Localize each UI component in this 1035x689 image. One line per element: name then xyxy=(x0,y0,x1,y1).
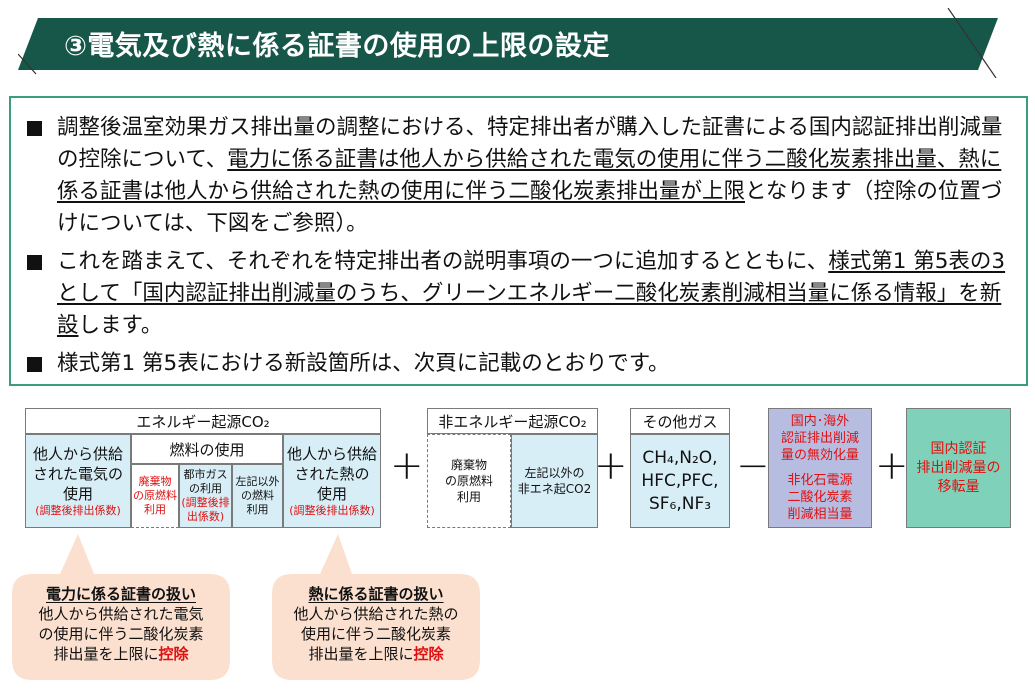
bullet-text-segment: これを踏まえて、それぞれを特定排出者の説明事項の一つに追加するとともに、 xyxy=(57,249,829,274)
electricity-line-2: された電気の xyxy=(32,465,123,483)
heat-callout-line-3: 排出量を上限に控除 xyxy=(272,644,480,664)
heat-line-2: された熱の xyxy=(294,465,370,483)
heat-line-3: 使用 xyxy=(316,485,347,503)
otherfuel-line-2: の燃料 xyxy=(241,489,274,502)
waste-line-1: 廃棄物 xyxy=(138,475,172,488)
citygas-note-2: 出係数) xyxy=(186,510,225,523)
heat-use-cell: 他人から供給 された熱の 使用 (調整後排出係数) xyxy=(283,434,381,528)
electricity-callout-line-3: 排出量を上限に控除 xyxy=(12,644,230,664)
minus-operator: − xyxy=(736,443,770,489)
heat-callout-bubble xyxy=(272,534,480,680)
citygas-note-1: (調整後排 xyxy=(181,496,230,509)
other-fuel-cell: 左記以外 の燃料 利用 xyxy=(232,464,283,528)
otherfuel-line-1: 左記以外 xyxy=(235,475,280,488)
non-energy-co2-header: 非エネルギー起源CO₂ xyxy=(427,408,598,434)
nonfossil-line-3: 削減相当量 xyxy=(787,507,853,522)
electricity-callout: 電力に係る証書の扱い 他人から供給された電気 の使用に伴う二酸化炭素 排出量を上… xyxy=(12,584,230,664)
page-title: ③電気及び熱に係る証書の使用の上限の設定 xyxy=(64,31,610,62)
ne-waste-line-3: 利用 xyxy=(456,490,481,504)
bullet-text-segment: 様式第1 第5表の3として「国内認証排出削減量のうち、グリーンエネルギー二酸化炭… xyxy=(57,249,1006,338)
bullet-text-segment: 調整後温室効果ガス排出量の調整における、特定排出者が購入した証書による国内認証排… xyxy=(57,115,1003,172)
waste-fuel-cell: 廃棄物 の原燃料 利用 xyxy=(131,464,179,528)
bullet-square-icon xyxy=(27,357,42,372)
electricity-callout-title: 電力に係る証書の扱い xyxy=(45,585,196,603)
other-gas-cell: CH₄,N₂O, HFC,PFC, SF₆,NF₃ xyxy=(630,434,730,528)
invalid-line-3: 量の無効化量 xyxy=(780,448,859,463)
waste-line-3: 利用 xyxy=(144,503,166,516)
bullet-text-segment: します。 xyxy=(78,313,163,338)
transfer-line-3: 移転量 xyxy=(937,478,980,495)
electricity-note: (調整後排出係数) xyxy=(35,504,121,517)
electricity-callout-bubble xyxy=(12,534,230,680)
energy-co2-header: エネルギー起源CO₂ xyxy=(25,408,381,434)
electricity-use-cell: 他人から供給 された電気の 使用 (調整後排出係数) xyxy=(25,434,131,528)
heat-callout-line-3-text: 排出量を上限に xyxy=(308,645,414,663)
electricity-line-3: 使用 xyxy=(62,485,93,503)
banner-shape xyxy=(18,8,998,78)
invalid-line-1: 国内･海外 xyxy=(790,414,850,429)
non-energy-other-cell: 左記以外の 非エネ起CO2 xyxy=(511,434,598,528)
electricity-line-1: 他人から供給 xyxy=(32,445,123,463)
bullet-text-segment: 様式第1 第5表における新設箇所は、次頁に記載のとおりです。 xyxy=(57,351,670,376)
invalid-line-2: 認証排出削減 xyxy=(780,431,859,446)
citygas-line-1: 都市ガス xyxy=(183,468,228,481)
bullet-text-segment: となります（控除の位置づけについては、下図をご参照）。 xyxy=(57,179,1003,236)
bullet-square-icon xyxy=(27,121,42,136)
citygas-line-2: の利用 xyxy=(189,482,222,495)
callout-shapes xyxy=(12,534,480,680)
gas-line-1: CH₄,N₂O, xyxy=(642,447,718,468)
gas-line-3: SF₆,NF₃ xyxy=(648,493,712,514)
heat-note: (調整後排出係数) xyxy=(289,504,375,517)
gas-line-2: HFC,PFC, xyxy=(641,470,719,491)
ne-other-line-1: 左記以外の xyxy=(524,466,585,480)
heat-callout-line-1: 他人から供給された熱の xyxy=(293,605,459,623)
waste-line-2: の原燃料 xyxy=(133,489,177,502)
title-banner: ③電気及び熱に係る証書の使用の上限の設定 xyxy=(18,8,998,78)
electricity-callout-line-3-text: 排出量を上限に xyxy=(53,645,159,663)
electricity-callout-line-1: 他人から供給された電気 xyxy=(38,605,204,623)
ne-waste-line-1: 廃棄物 xyxy=(450,458,487,472)
ne-waste-line-2: の原燃料 xyxy=(444,474,493,488)
other-gas-header: その他ガス xyxy=(630,408,730,434)
plus-operator-1: + xyxy=(390,443,424,489)
electricity-callout-line-2: の使用に伴う二酸化炭素 xyxy=(38,625,204,643)
bullet-text-segment: 電力に係る証書は他人から供給された電気の使用に伴う二酸化炭素排出量、熱に係る証書… xyxy=(57,147,1002,204)
city-gas-cell: 都市ガス の利用 (調整後排 出係数) xyxy=(179,464,232,528)
bullet-item: これを踏まえて、それぞれを特定排出者の説明事項の一つに追加するとともに、様式第1… xyxy=(27,246,1010,342)
non-energy-waste-cell: 廃棄物 の原燃料 利用 xyxy=(427,434,511,528)
nonfossil-line-1: 非化石電源 xyxy=(787,473,853,488)
bullet-item: 調整後温室効果ガス排出量の調整における、特定排出者が購入した証書による国内認証排… xyxy=(27,112,1010,240)
electricity-callout-deduct: 控除 xyxy=(158,645,189,663)
ne-other-line-2: 非エネ起CO2 xyxy=(517,482,592,496)
transfer-line-1: 国内認証 xyxy=(930,440,987,457)
transfer-line-2: 排出削減量の xyxy=(916,459,1001,476)
bullet-list: 調整後温室効果ガス排出量の調整における、特定排出者が購入した証書による国内認証排… xyxy=(9,96,1028,386)
bullet-item: 様式第1 第5表における新設箇所は、次頁に記載のとおりです。 xyxy=(27,348,1010,380)
fuel-use-header: 燃料の使用 xyxy=(131,434,283,464)
nonfossil-line-2: 二酸化炭素 xyxy=(787,490,853,505)
heat-callout-line-2: 使用に伴う二酸化炭素 xyxy=(300,625,451,643)
otherfuel-line-3: 利用 xyxy=(246,503,269,516)
invalidation-cell: 国内･海外 認証排出削減 量の無効化量 非化石電源 二酸化炭素 削減相当量 xyxy=(768,408,872,528)
heat-callout: 熱に係る証書の扱い 他人から供給された熱の 使用に伴う二酸化炭素 排出量を上限に… xyxy=(272,584,480,664)
heat-callout-title: 熱に係る証書の扱い xyxy=(308,585,444,603)
bullet-square-icon xyxy=(27,255,42,270)
transfer-cell: 国内認証 排出削減量の 移転量 xyxy=(906,408,1011,528)
plus-operator-3: + xyxy=(875,443,909,489)
heat-line-1: 他人から供給 xyxy=(286,445,377,463)
plus-operator-2: + xyxy=(594,443,628,489)
heat-callout-deduct: 控除 xyxy=(413,645,444,663)
